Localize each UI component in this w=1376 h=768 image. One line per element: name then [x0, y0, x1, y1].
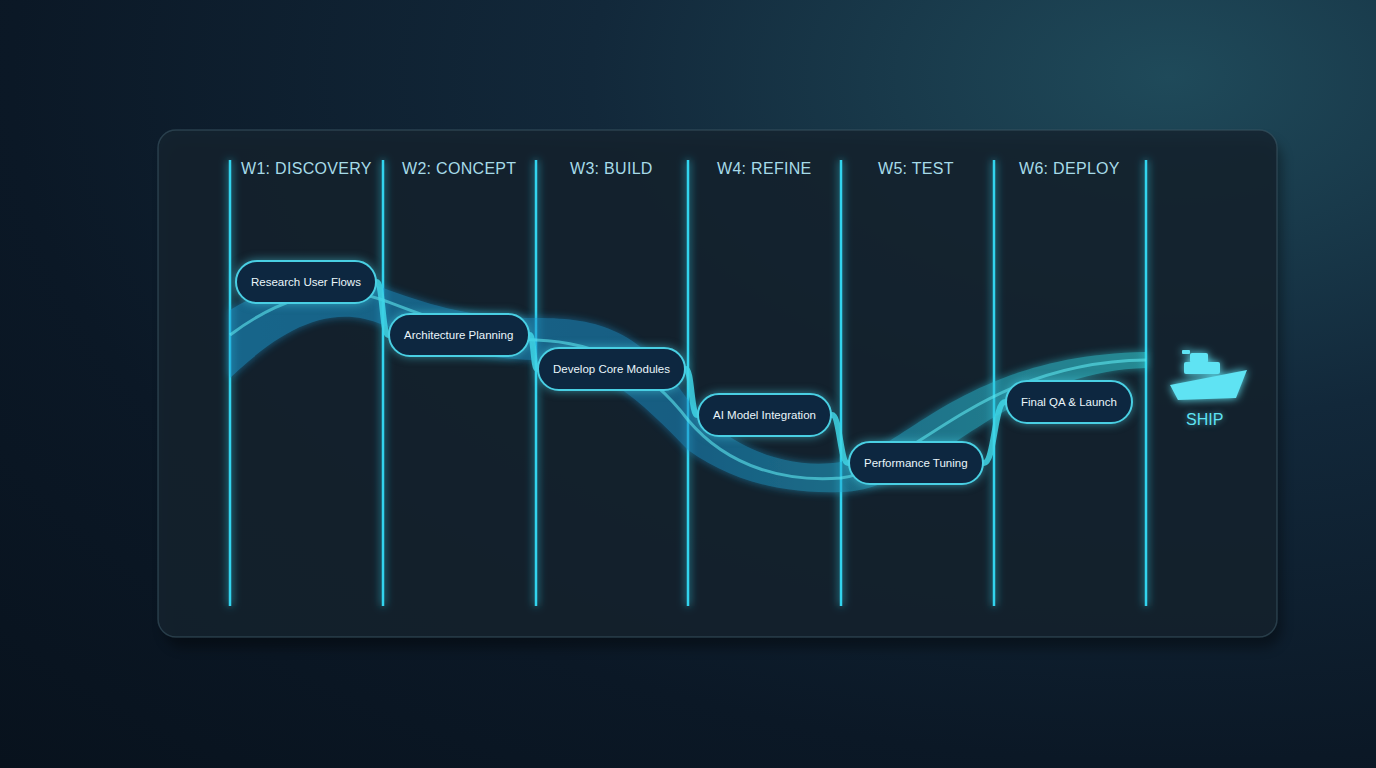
ship-label: SHIP [1186, 411, 1223, 429]
flow-ribbon-highlight [230, 292, 1146, 478]
task-pill: Research User Flows [235, 260, 377, 304]
week-header: W4: REFINE [717, 160, 812, 178]
week-header: W5: TEST [878, 160, 954, 178]
flow-connector [832, 415, 848, 463]
flow-connector [984, 402, 1005, 463]
task-pill: Final QA & Launch [1005, 380, 1133, 424]
panel [158, 130, 1277, 637]
task-pill: Performance Tuning [848, 441, 984, 485]
task-pill: AI Model Integration [697, 393, 832, 437]
task-pill: Architecture Planning [388, 313, 530, 357]
task-text: Research User Flows [237, 275, 375, 289]
week-header: W6: DEPLOY [1019, 160, 1120, 178]
ship-icon [1170, 350, 1247, 400]
flow-ribbon [230, 278, 1146, 492]
week-header: W1: DISCOVERY [241, 160, 372, 178]
task-text: Develop Core Modules [539, 362, 684, 376]
week-dividers [230, 160, 1146, 606]
task-text: Final QA & Launch [1007, 395, 1131, 409]
week-header: W3: BUILD [570, 160, 653, 178]
week-header: W2: CONCEPT [402, 160, 516, 178]
task-pill: Develop Core Modules [537, 347, 686, 391]
task-text: Architecture Planning [390, 328, 527, 342]
flow-connector [377, 282, 388, 335]
task-text: Performance Tuning [850, 456, 982, 470]
flow-connector [686, 369, 697, 415]
flow-connector [530, 335, 537, 369]
task-text: AI Model Integration [699, 408, 830, 422]
